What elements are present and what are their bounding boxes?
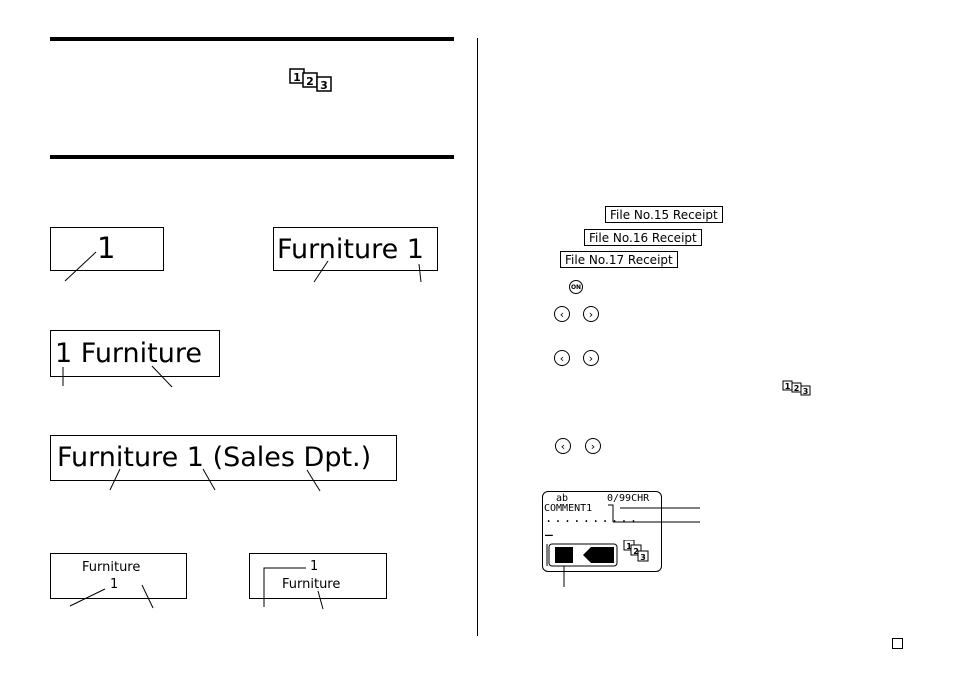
example-text: 1 — [97, 231, 116, 265]
file-label-15: File No.15 Receipt — [605, 206, 723, 223]
right-arrow-key-icon: › — [583, 350, 599, 366]
right-arrow-key-icon: › — [585, 438, 601, 454]
lcd-cursor: _ — [545, 522, 553, 537]
example-box-text-number: Furniture 1 — [273, 227, 438, 271]
example-text-line1: Furniture — [82, 560, 141, 575]
example-text: Furniture 1 (Sales Dpt.) — [57, 442, 372, 473]
example-text: Furniture 1 — [277, 234, 424, 265]
page-marker — [892, 638, 903, 649]
lcd-dots: .......... — [545, 511, 640, 525]
lcd-counter: 0/99CHR — [607, 493, 650, 504]
left-arrow-key-icon: ‹ — [555, 438, 571, 454]
example-box-text-number-comment: Furniture 1 (Sales Dpt.) — [50, 435, 397, 481]
lcd-field-name: COMMENT1 — [544, 503, 593, 514]
file-label-17: File No.17 Receipt — [560, 251, 678, 268]
example-box-two-line-a: Furniture 1 — [50, 553, 187, 599]
example-box-number-text: 1 Furniture — [50, 330, 220, 377]
on-key-icon: ON — [569, 280, 583, 294]
numbering-icon-small: 1 2 3 — [782, 380, 816, 400]
right-arrow-key-icon: › — [583, 306, 599, 322]
icon-num-2: 2 — [306, 75, 314, 88]
icon-num-3: 3 — [803, 387, 809, 396]
top-rule — [50, 37, 454, 41]
example-box-number: 1 — [50, 227, 164, 271]
example-text-line2: Furniture — [282, 577, 341, 592]
icon-num-2: 2 — [794, 384, 800, 393]
icon-num-1: 1 — [293, 71, 301, 84]
left-arrow-key-icon: ‹ — [554, 306, 570, 322]
example-text-line2: 1 — [110, 577, 119, 592]
file-label-16: File No.16 Receipt — [584, 229, 702, 246]
numbering-icon: 1 2 3 — [289, 68, 337, 96]
icon-num-1: 1 — [785, 382, 791, 391]
example-box-two-line-b: 1 Furniture — [249, 553, 387, 599]
lcd-display: ab 0/99CHR COMMENT1 .......... _ 1 2 3 — [542, 491, 662, 572]
tape-indicator-icon: 1 2 3 — [546, 540, 649, 567]
example-text-line1: 1 — [310, 559, 319, 574]
icon-num-3: 3 — [640, 553, 646, 562]
example-text: 1 Furniture — [55, 338, 202, 369]
column-divider — [477, 38, 478, 636]
left-arrow-key-icon: ‹ — [554, 350, 570, 366]
icon-num-2: 2 — [633, 547, 639, 556]
lcd-mode: ab — [556, 493, 569, 504]
section-rule — [50, 155, 454, 159]
icon-num-3: 3 — [320, 79, 328, 92]
icon-num-1: 1 — [626, 542, 632, 551]
